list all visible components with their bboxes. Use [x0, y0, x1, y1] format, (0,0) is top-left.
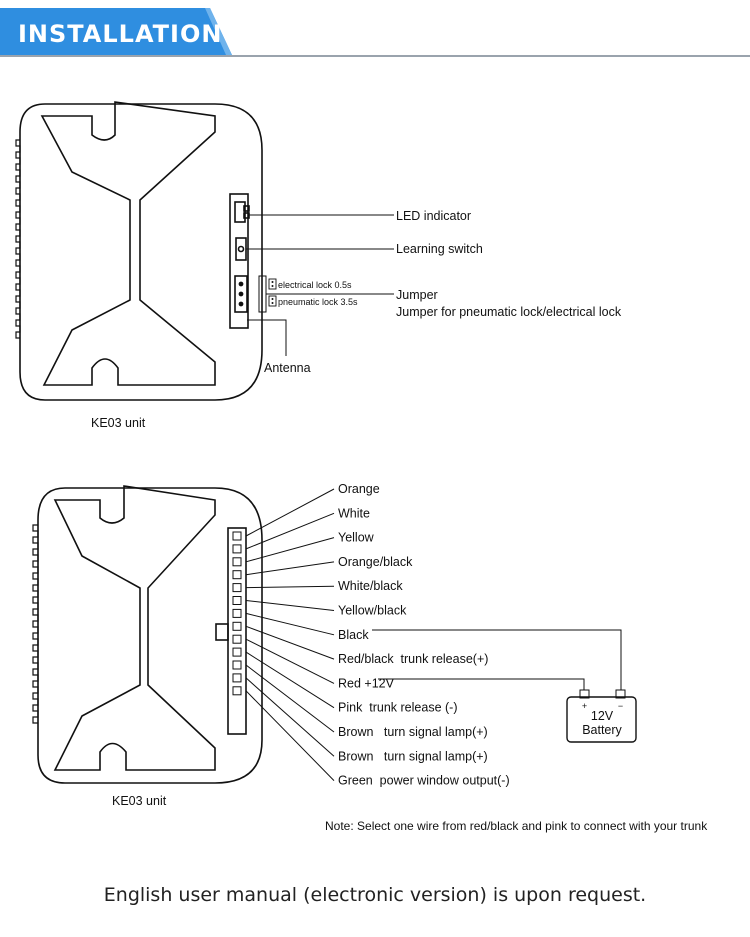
connector-pin: [232, 660, 242, 670]
wire-green-label: Green power window output(-): [338, 774, 510, 788]
wire-green-leader: [245, 690, 335, 781]
wire-pink-leader: [245, 651, 335, 709]
wire-red-label: Red +12V: [338, 676, 395, 690]
jumper-option-dot: [271, 298, 274, 300]
wire-yellow-black-label: Yellow/black: [338, 604, 407, 618]
header-tab: [0, 8, 232, 55]
wire-brown-1-leader: [245, 664, 335, 733]
connector-pin: [232, 531, 242, 541]
wire-orange-label: Orange: [338, 482, 380, 496]
jumper-label: Jumper: [396, 288, 438, 302]
learning-switch-button: [237, 245, 245, 253]
wire-connector-housing: [227, 527, 247, 735]
antenna-leader: [247, 319, 287, 356]
connector-pin: [232, 583, 242, 593]
connector-pins: [232, 531, 242, 696]
battery-label: Battery: [582, 723, 622, 737]
top-connector-panel: [229, 193, 249, 329]
learning-switch-label: Learning switch: [396, 242, 483, 256]
connector-pin: [232, 686, 242, 696]
wire-red-black-leader: [245, 625, 335, 660]
battery-voltage: 12V: [591, 709, 614, 723]
learning-switch-component: [235, 237, 247, 261]
top-unit: [15, 101, 263, 401]
battery-connections: [372, 629, 622, 690]
jumper-description: Jumper for pneumatic lock/electrical loc…: [396, 305, 622, 319]
wire-brown-1-label: Brown turn signal lamp(+): [338, 725, 488, 739]
connector-pin: [232, 570, 242, 580]
wire-orange-leader: [245, 488, 335, 537]
page-title: INSTALLATION: [18, 20, 222, 48]
jumper-option-icon: [268, 295, 277, 307]
connector-pin: [232, 647, 242, 657]
connector-latch: [215, 623, 229, 641]
wire-pink-label: Pink trunk release (-): [338, 701, 457, 715]
jumper-options: electrical lock 0.5s pneumatic lock 3.5s: [268, 278, 358, 307]
unit-serration: [32, 524, 39, 724]
jumper-option-dot: [271, 281, 274, 283]
wire-yellow-black-leader: [245, 600, 335, 611]
wire-white-label: White: [338, 506, 370, 520]
connector-pin: [232, 557, 242, 567]
wire-yellow-leader: [245, 537, 335, 563]
battery-plus-sign: +: [582, 701, 587, 711]
wire-white-black-label: White/black: [338, 579, 403, 593]
unit-serration: [15, 139, 21, 339]
unit-body-outline: [19, 103, 263, 401]
wire-yellow-label: Yellow: [338, 531, 375, 545]
bottom-unit-label: KE03 unit: [112, 794, 167, 808]
top-unit-label: KE03 unit: [91, 416, 146, 430]
unit-inner-shape: [53, 485, 216, 771]
bottom-unit: [32, 485, 263, 784]
connector-pin: [232, 634, 242, 644]
wire-brown-2-label: Brown turn signal lamp(+): [338, 749, 488, 763]
unit-inner-shape: [40, 101, 216, 386]
wire-white-leader: [245, 512, 335, 550]
led-component: [234, 201, 246, 223]
wire-red-leader: [245, 638, 335, 684]
wire-black-label: Black: [338, 628, 369, 642]
unit-body-outline: [37, 487, 263, 784]
wire-white-black-leader: [245, 585, 335, 589]
wire-red-black-label: Red/black trunk release(+): [338, 652, 488, 666]
battery: + − 12V Battery: [566, 689, 637, 743]
jumper-option-electrical: electrical lock 0.5s: [278, 280, 352, 290]
wire-black-leader: [245, 612, 335, 636]
wire-brown-2-leader: [245, 677, 335, 757]
jumper-pin: [238, 291, 244, 297]
wire-list: OrangeWhiteYellowOrange/blackWhite/black…: [245, 482, 510, 788]
connector-pin: [232, 544, 242, 554]
led-pin: [243, 212, 250, 219]
jumper-option-pneumatic: pneumatic lock 3.5s: [278, 297, 358, 307]
connector-pin: [232, 621, 242, 631]
header-rule: [0, 55, 750, 57]
black-wire-to-negative: [372, 629, 622, 690]
red-wire-to-positive: [378, 678, 585, 690]
connector-pin: [232, 608, 242, 618]
wire-orange-black-leader: [245, 561, 335, 576]
wire-orange-black-label: Orange/black: [338, 555, 413, 569]
trunk-wire-note: Note: Select one wire from red/black and…: [325, 819, 708, 833]
led-pin: [243, 205, 250, 212]
battery-body: [566, 696, 637, 743]
antenna-label: Antenna: [264, 361, 311, 375]
jumper-option-dot: [271, 285, 274, 287]
jumper-block: [234, 275, 248, 313]
led-indicator-label: LED indicator: [396, 209, 471, 223]
header-tab-edge: [205, 8, 232, 55]
footer-manual-note: English user manual (electronic version)…: [104, 884, 646, 906]
jumper-option-icon: [268, 278, 277, 290]
connector-pin: [232, 673, 242, 683]
header: INSTALLATION: [0, 8, 750, 57]
jumper-option-dot: [271, 302, 274, 304]
jumper-pin: [238, 301, 244, 307]
top-leaders: [246, 214, 394, 356]
jumper-pin: [238, 281, 244, 287]
connector-pin: [232, 596, 242, 605]
battery-minus-sign: −: [618, 701, 623, 711]
